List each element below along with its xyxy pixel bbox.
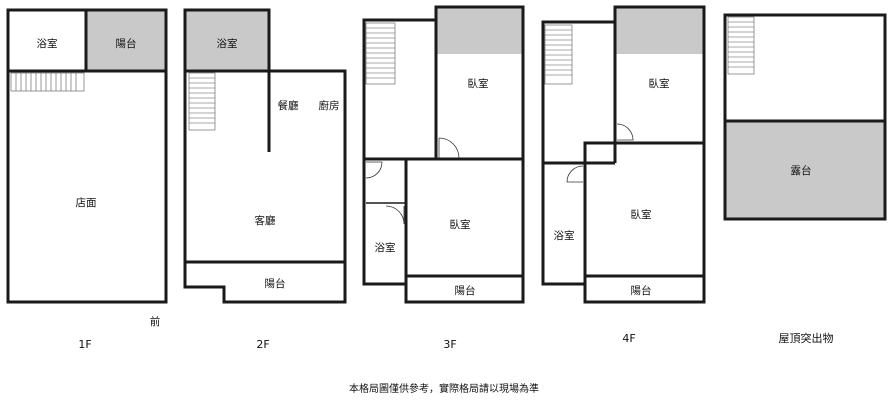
balcony-area-1f [86, 11, 166, 70]
front-marker: 前 [150, 315, 161, 328]
walls-2f [183, 8, 347, 304]
room-label-kitchen-2f: 廚房 [319, 99, 340, 112]
plan-3f: 臥室 臥室 浴室 陽台 3F [362, 5, 525, 351]
staircase-1f [10, 72, 85, 92]
rear-terrace-area-4f [615, 8, 703, 54]
room-label-terrace-rooftop: 露台 [791, 164, 812, 177]
room-label-dining-2f: 餐廳 [278, 99, 299, 112]
room-label-bath-1f: 浴室 [37, 37, 58, 50]
room-label-bedroom-rear-4f: 臥室 [649, 77, 670, 90]
room-label-balcony-2f: 陽台 [265, 277, 286, 290]
plan-2f: 浴室 餐廳 廚房 客廳 陽台 2F [183, 8, 347, 351]
rear-terrace-area-3f [436, 8, 523, 54]
staircase-2f [188, 72, 216, 131]
room-label-living-2f: 客廳 [255, 214, 276, 227]
floor-label-2f: 2F [256, 338, 269, 351]
walls-1f [6, 8, 168, 304]
room-label-balcony-4f: 陽台 [631, 284, 652, 297]
room-label-bedroom-rear-3f: 臥室 [468, 77, 489, 90]
staircase-3f [365, 22, 396, 85]
walls-4f [541, 5, 706, 304]
room-label-balcony-1f: 陽台 [116, 37, 137, 50]
floor-label-rooftop: 屋頂突出物 [779, 331, 834, 345]
door-swings-4f [566, 123, 634, 183]
plan-rooftop: 露台 屋頂突出物 [723, 13, 887, 345]
floor-label-4f: 4F [622, 332, 635, 345]
door-swings-3f [365, 137, 460, 225]
plan-4f: 臥室 臥室 浴室 陽台 4F [541, 5, 706, 345]
floor-label-1f: 1F [78, 338, 91, 351]
room-label-balcony-3f: 陽台 [455, 284, 476, 297]
floor-label-3f: 3F [443, 338, 456, 351]
walls-rooftop [723, 13, 887, 221]
room-label-bedroom-front-3f: 臥室 [450, 218, 471, 231]
room-label-bath-4f: 浴室 [554, 229, 575, 242]
terrace-area-rooftop [726, 122, 884, 218]
staircase-rooftop [727, 16, 755, 75]
staircase-4f [544, 24, 573, 85]
room-label-bath-3f: 浴室 [375, 241, 396, 254]
disclaimer-note: 本格局圖僅供參考，實際格局請以現場為準 [349, 382, 539, 395]
room-label-bath-2f: 浴室 [217, 37, 238, 50]
bath-area-2f [186, 11, 269, 70]
plan-1f: 浴室 陽台 店面 前 1F [6, 8, 168, 351]
walls-3f [362, 5, 525, 304]
room-label-store-1f: 店面 [76, 196, 97, 209]
room-label-bedroom-front-4f: 臥室 [631, 208, 652, 221]
